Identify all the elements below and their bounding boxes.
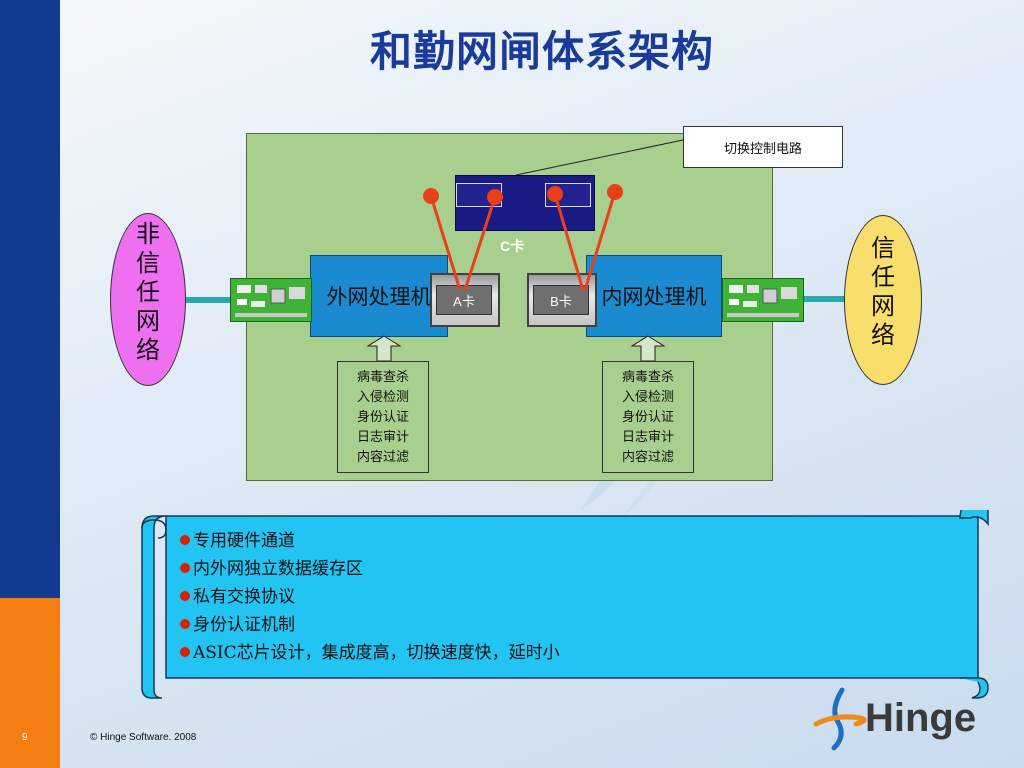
outer-processor-label: 外网处理机 — [326, 285, 432, 309]
outer-network-card-icon — [230, 278, 312, 322]
oval-char: 信 — [136, 249, 160, 277]
feature-text: ASIC芯片设计，集成度高，切换速度快，延时小 — [193, 643, 560, 663]
oval-char: 非 — [136, 220, 160, 248]
up-arrow-icon — [366, 335, 402, 362]
inner-processor-label: 内网处理机 — [601, 285, 707, 309]
feature-text: 专用硬件通道 — [193, 531, 295, 551]
feature-text: 私有交换协议 — [193, 587, 295, 607]
switch-control-circuit-callout: 切换控制电路 — [683, 126, 843, 168]
feature-list: 专用硬件通道 内外网独立数据缓存区 私有交换协议 身份认证机制 ASIC芯片设计… — [180, 527, 560, 667]
feature-text: 身份认证机制 — [193, 615, 295, 635]
feature-item: 专用硬件通道 — [180, 527, 560, 555]
hinge-logo-text: Hinge — [865, 696, 977, 740]
filter-item: 内容过滤 — [356, 450, 409, 465]
feature-item: 私有交换协议 — [180, 583, 560, 611]
feature-item: ASIC芯片设计，集成度高，切换速度快，延时小 — [180, 639, 560, 667]
link-b-outer — [583, 191, 617, 291]
oval-char: 网 — [871, 292, 895, 320]
b-card: B卡 — [527, 273, 597, 327]
bullet-dot-icon — [180, 535, 190, 545]
link-b-inner — [553, 193, 585, 291]
a-card-label: A卡 — [436, 285, 492, 315]
untrusted-network-cable — [186, 297, 234, 303]
page-number: 9 — [22, 732, 28, 743]
outer-security-functions: 病毒查杀 入侵检测 身份认证 日志审计 内容过滤 — [337, 361, 429, 473]
inner-network-card-icon — [722, 278, 804, 322]
bullet-dot-icon — [180, 619, 190, 629]
link-endpoint — [423, 188, 439, 204]
feature-item: 身份认证机制 — [180, 611, 560, 639]
trusted-network-node: 信 任 网 络 — [844, 215, 922, 385]
oval-char: 任 — [871, 263, 895, 291]
bullet-dot-icon — [180, 591, 190, 601]
filter-item: 身份认证 — [356, 410, 409, 425]
filter-item: 日志审计 — [621, 430, 674, 445]
inner-security-functions: 病毒查杀 入侵检测 身份认证 日志审计 内容过滤 — [602, 361, 694, 473]
inner-network-processor: 内网处理机 — [586, 255, 722, 337]
filter-item: 病毒查杀 — [356, 370, 409, 385]
link-endpoint — [607, 184, 623, 200]
switch-links — [423, 184, 623, 291]
link-a-inner — [463, 196, 497, 291]
feature-item: 内外网独立数据缓存区 — [180, 555, 560, 583]
oval-char: 网 — [136, 307, 160, 335]
filter-item: 入侵检测 — [621, 390, 674, 405]
filter-item: 内容过滤 — [621, 450, 674, 465]
hinge-logo-icon — [813, 687, 867, 751]
trusted-network-cable — [800, 296, 846, 302]
c-card-label: C卡 — [500, 238, 525, 254]
filter-item: 日志审计 — [356, 430, 409, 445]
oval-char: 络 — [871, 321, 895, 349]
bullet-dot-icon — [180, 563, 190, 573]
filter-item: 入侵检测 — [356, 390, 409, 405]
left-sidebar-bar — [0, 0, 60, 768]
outer-network-processor: 外网处理机 — [310, 255, 448, 337]
link-endpoint — [487, 189, 503, 205]
link-endpoint — [547, 186, 563, 202]
sidebar-blue-segment — [0, 0, 60, 598]
feature-text: 内外网独立数据缓存区 — [193, 559, 363, 579]
oval-char: 任 — [136, 278, 160, 306]
untrusted-network-node: 非 信 任 网 络 — [110, 213, 186, 386]
slide-title: 和勤网闸体系架构 — [369, 27, 714, 76]
a-card: A卡 — [430, 273, 500, 327]
sidebar-orange-segment — [0, 598, 60, 768]
features-scroll-banner — [141, 510, 989, 699]
b-card-label: B卡 — [533, 285, 589, 315]
oval-char: 信 — [871, 234, 895, 262]
copyright-notice: © Hinge Software. 2008 — [90, 732, 197, 743]
callout-leader-line — [515, 139, 684, 176]
up-arrow-icon — [630, 335, 666, 362]
link-a-outer — [429, 195, 462, 291]
bullet-dot-icon — [180, 647, 190, 657]
filter-item: 身份认证 — [621, 410, 674, 425]
filter-item: 病毒查杀 — [621, 370, 674, 385]
oval-char: 络 — [136, 336, 160, 364]
